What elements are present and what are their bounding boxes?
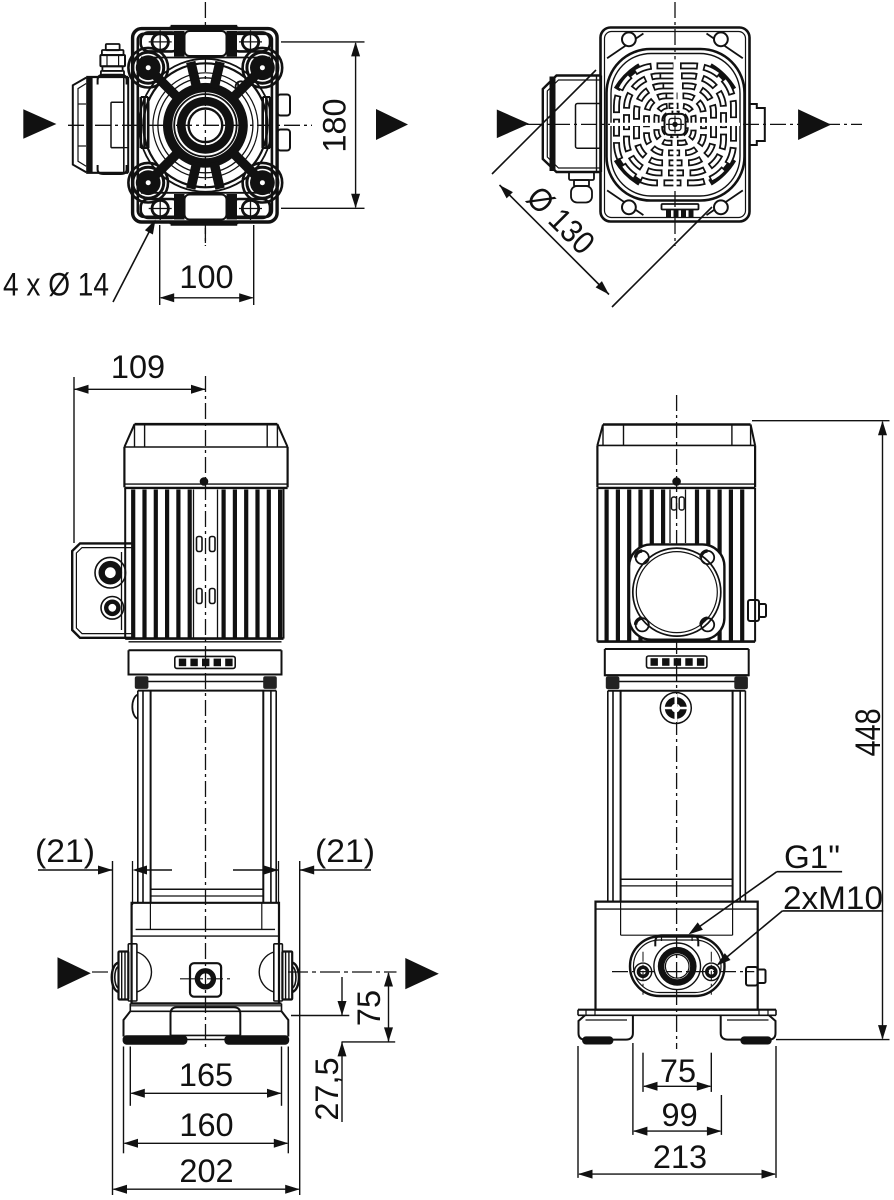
svg-text:(21): (21) xyxy=(35,833,95,869)
svg-text:99: 99 xyxy=(662,1097,698,1133)
svg-text:448: 448 xyxy=(849,708,888,756)
svg-text:4 x Ø 14: 4 x Ø 14 xyxy=(3,267,109,303)
svg-text:213: 213 xyxy=(653,1139,707,1175)
svg-text:160: 160 xyxy=(179,1107,233,1143)
svg-text:165: 165 xyxy=(179,1057,233,1093)
svg-text:100: 100 xyxy=(179,259,233,295)
svg-text:75: 75 xyxy=(351,990,387,1026)
svg-text:75: 75 xyxy=(660,1053,696,1089)
svg-text:27,5: 27,5 xyxy=(309,1057,345,1120)
svg-text:109: 109 xyxy=(111,349,165,385)
svg-text:G1": G1" xyxy=(784,839,840,875)
svg-text:2xM10: 2xM10 xyxy=(783,880,883,916)
svg-text:180: 180 xyxy=(317,98,353,152)
svg-text:(21): (21) xyxy=(315,833,375,869)
svg-text:202: 202 xyxy=(179,1153,233,1189)
